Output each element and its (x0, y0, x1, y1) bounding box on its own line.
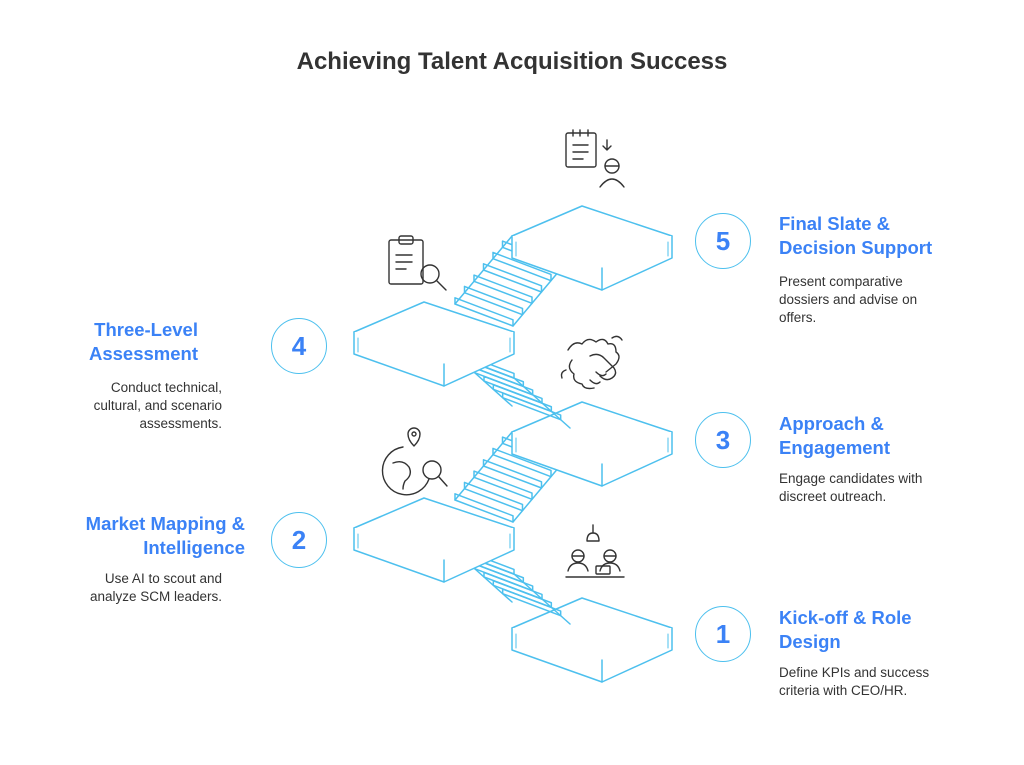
meeting-icon (565, 524, 625, 578)
step-1-number: 1 (695, 606, 751, 662)
step-5-title: Final Slate & Decision Support (779, 213, 933, 258)
step-1-description: Define KPIs and success criteria with CE… (779, 665, 930, 698)
globe-search-icon (381, 427, 448, 496)
step-4-number: 4 (271, 318, 327, 374)
step-2-title: Market Mapping & Intelligence (85, 513, 245, 558)
document-person-icon (565, 129, 625, 188)
step-4-title: Three-Level Assessment (88, 319, 198, 364)
clipboard-search-icon (388, 235, 447, 291)
step-3-number: 3 (695, 412, 751, 468)
handshake-icon (560, 335, 623, 390)
step-5-number: 5 (695, 213, 751, 269)
step-1-title: Kick-off & Role Design (779, 607, 912, 652)
step-2-number: 2 (271, 512, 327, 568)
step-2-description: Use AI to scout and analyze SCM leaders. (89, 571, 222, 604)
step-3-title: Approach & Engagement (779, 413, 891, 458)
step-4-description: Conduct technical, cultural, and scenari… (93, 380, 222, 431)
step-3-description: Engage candidates with discreet outreach… (779, 471, 923, 504)
page-title: Achieving Talent Acquisition Success (296, 48, 728, 75)
step-5-description: Present comparative dossiers and advise … (779, 274, 918, 325)
